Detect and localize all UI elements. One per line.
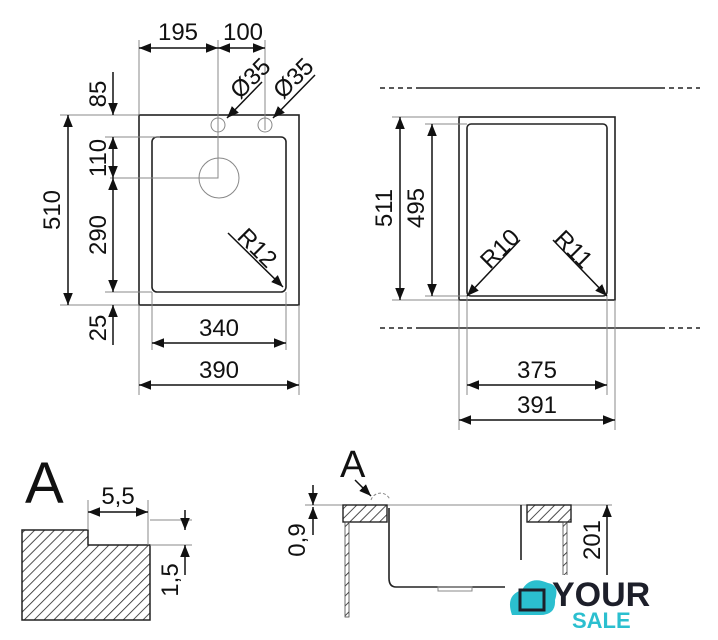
dim-390: 390 — [199, 357, 239, 384]
dim-85: 85 — [85, 81, 112, 108]
dim-510: 510 — [39, 190, 66, 230]
logo-word2: SALE — [572, 608, 631, 633]
dim-110: 110 — [85, 139, 112, 177]
bag-icon — [518, 588, 546, 612]
detail-label: A — [25, 451, 64, 516]
logo-word1: YOUR — [552, 576, 650, 614]
dim-495: 495 — [403, 188, 430, 228]
dim-201: 201 — [579, 520, 606, 560]
inset-view: 511 495 R10 R11 375 391 — [371, 87, 700, 430]
top-view: 195 100 Ø35 Ø35 85 110 290 25 510 R12 34… — [39, 19, 319, 395]
dim-hole1: Ø35 — [225, 53, 276, 104]
dim-100: 100 — [223, 19, 263, 46]
sink-outline — [138, 114, 300, 306]
dim-r10: R10 — [475, 224, 525, 274]
bowl-outline — [466, 123, 608, 297]
sink-outline — [458, 116, 616, 301]
bowl-outline — [151, 136, 287, 293]
yoursale-logo: YOUR SALE — [505, 575, 665, 635]
detail-a: A 5,5 1,5 — [21, 451, 192, 621]
dim-391: 391 — [517, 392, 557, 419]
section-label: A — [340, 444, 366, 486]
dim-340: 340 — [199, 315, 239, 342]
dim-375: 375 — [517, 357, 557, 384]
dim-511: 511 — [371, 189, 398, 227]
dim-1-5: 1,5 — [157, 563, 184, 596]
dim-25: 25 — [85, 315, 112, 342]
dim-r11: R11 — [549, 225, 598, 274]
dim-0-9: 0,9 — [284, 523, 311, 556]
dim-290: 290 — [85, 215, 112, 255]
dim-r12: R12 — [232, 223, 282, 273]
dim-hole2: Ø35 — [268, 53, 319, 104]
dim-195: 195 — [158, 19, 198, 46]
section-view: A 0,9 201 — [284, 444, 612, 618]
dim-5-5: 5,5 — [101, 483, 134, 510]
